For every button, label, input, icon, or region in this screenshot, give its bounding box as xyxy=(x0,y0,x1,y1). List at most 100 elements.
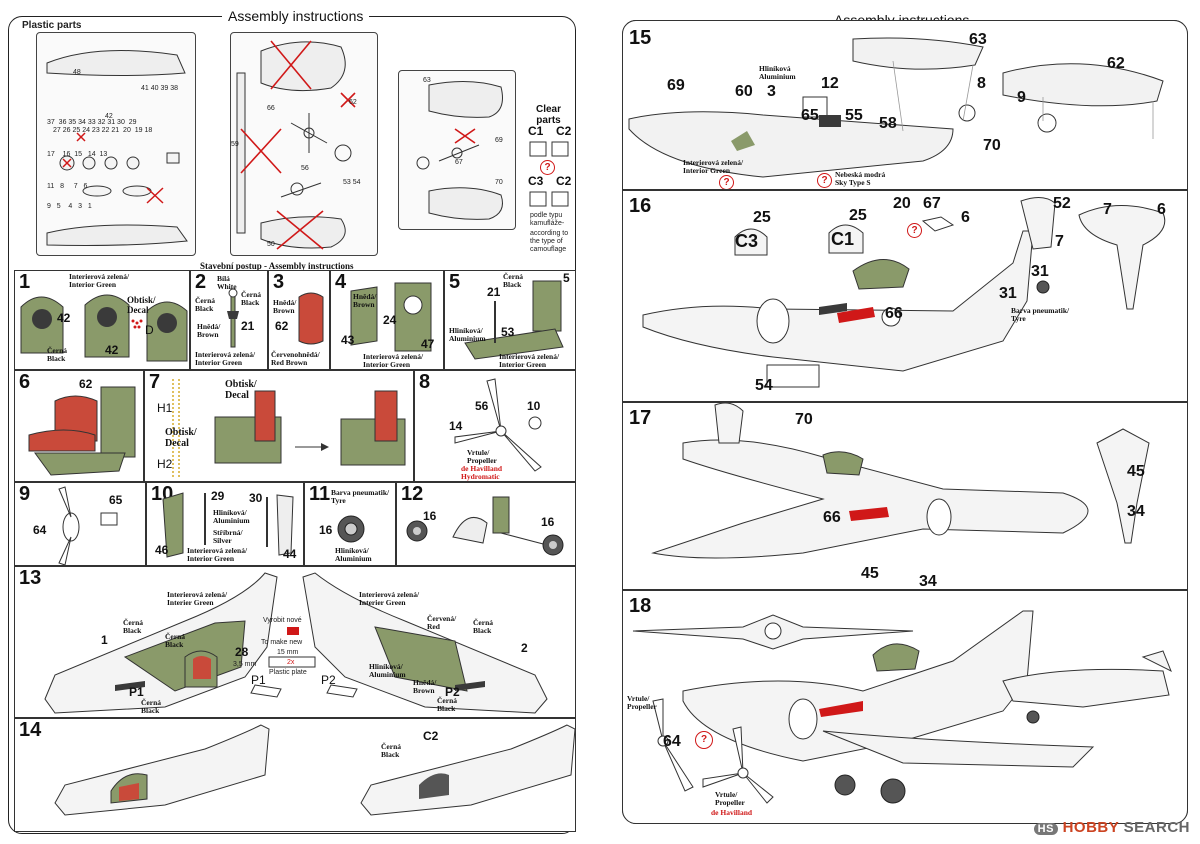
step-16-part-31a: 31 xyxy=(1031,263,1049,280)
step-2-interior-label: Interierová zelená/ Interior Green xyxy=(195,350,256,367)
clear-note-cz: podle typu kamufláže- xyxy=(530,212,565,227)
step-3-drawing xyxy=(298,292,324,345)
step-14: 14 Černá Black C2 xyxy=(14,718,576,832)
step-16-part-7a: 7 xyxy=(1055,233,1064,250)
step-15-drawing xyxy=(628,37,1164,178)
step-10: 10 29 30 Hliníková/ Aluminium Stříbrná/ … xyxy=(146,482,304,566)
step-2-white-label: Bílá White xyxy=(217,274,237,291)
step-17-number: 17 xyxy=(629,407,652,429)
step-13-black5-label: Černá Black xyxy=(437,696,457,713)
step-18-warning-icon: ? xyxy=(695,731,713,749)
step-10-interior-label: Interierová zelená/ Interior Green xyxy=(187,546,248,563)
clear-c2-bottom: C2 xyxy=(556,174,572,188)
step-13-alu-label: Hliníková/ Aluminium xyxy=(369,662,406,679)
step-13-black2-label: Černá Black xyxy=(165,632,185,649)
step-15-interior-label: Interierová zelená/ Interior Green xyxy=(683,158,744,175)
step-15-part-55: 55 xyxy=(845,107,863,124)
step-15-part-70: 70 xyxy=(983,137,1001,154)
step-7: 7 H1 H2 Obtisk/ Decal Obtisk/ Decal xyxy=(144,370,414,482)
step-1-part-42a: 42 xyxy=(57,311,71,325)
step-7-h2: H2 xyxy=(157,457,173,471)
sprue-part-42: 42 xyxy=(105,113,113,120)
hobbysearch-mark-icon: HS xyxy=(1033,823,1058,835)
step-9-part-64: 64 xyxy=(33,523,47,537)
step-7-h1: H1 xyxy=(157,401,173,415)
clear-note-en: according to the type of camouflage xyxy=(530,230,569,253)
sprue-c-drawing xyxy=(416,80,503,220)
step-1-part-42b: 42 xyxy=(105,343,119,357)
clear-canopy-1 xyxy=(529,141,569,157)
step-14-black-label: Černá Black xyxy=(381,742,401,759)
step-11-tyre-label: Barva pneumatik/ Tyre xyxy=(331,488,390,505)
step-13-p2a: P2 xyxy=(445,685,460,699)
step-13-plate: Plastic plate xyxy=(269,669,307,676)
step-13-interior1-label: Interierová zelená/ Interier Green xyxy=(167,590,228,607)
step-2: 2 Bílá White Černá Black Černá Black Hně… xyxy=(190,270,268,370)
step-5-black-label: Černá Black xyxy=(503,272,523,289)
step-8: 8 56 10 14 Vrtule/ Propeller de Havillan… xyxy=(414,370,576,482)
step-18-drawing xyxy=(632,610,1172,804)
step-1-drawing xyxy=(20,294,188,362)
step-10-part-29: 29 xyxy=(211,489,225,503)
step-6: 6 62 xyxy=(14,370,144,482)
step-18-dh-label: de Havilland xyxy=(711,808,753,817)
step-13-mm35: 3,5 mm xyxy=(233,661,257,668)
step-14-drawing xyxy=(54,724,575,816)
step-17-part-45a: 45 xyxy=(861,565,879,582)
step-5: 5 Černá Black 5 21 53 Hliníková/ Alumini… xyxy=(444,270,576,370)
step-11-alu-label: Hliníková/ Aluminium xyxy=(335,546,372,563)
step-15-part-8: 8 xyxy=(977,75,986,92)
step-5-part-53: 53 xyxy=(501,325,515,339)
clear-canopy-2 xyxy=(529,191,569,207)
step-4-number: 4 xyxy=(335,271,347,293)
watermark-search: SEARCH xyxy=(1123,819,1190,836)
step-2-number: 2 xyxy=(195,271,207,293)
step-15-part-9: 9 xyxy=(1017,89,1026,106)
step-10-drawing xyxy=(162,492,294,558)
step-2-black2-label: Černá Black xyxy=(241,290,261,307)
step-13: 13 Interierová zelená/ Interier Green In… xyxy=(14,566,576,718)
step-1-part-d: D xyxy=(145,323,154,337)
step-4-part-24: 24 xyxy=(383,313,397,327)
step-15-part-69: 69 xyxy=(667,77,685,94)
step-13-part-2: 2 xyxy=(521,641,528,655)
stavebni-postup-heading: Stavební postup - Assembly instructions xyxy=(200,261,354,271)
step-16-part-7b: 7 xyxy=(1103,201,1112,218)
step-12: 12 16 16 xyxy=(396,482,576,566)
step-15-part-60: 60 xyxy=(735,83,753,100)
step-7-decal1-label: Obtisk/ Decal xyxy=(225,379,257,401)
step-13-number: 13 xyxy=(19,567,42,589)
left-page-title: Assembly instructions xyxy=(222,8,370,24)
step-16-drawing xyxy=(642,197,1166,388)
step-15-warning-icon-1: ? xyxy=(719,175,734,189)
step-16-number: 16 xyxy=(629,195,652,217)
step-11: 11 Barva pneumatik/ Tyre 16 Hliníková/ A… xyxy=(304,482,396,566)
step-18: 18 64 ? Vrtule/ Propeller Vrtule/ Propel… xyxy=(622,590,1188,824)
step-4: 4 Hnědá/ Brown 43 24 47 Interierová zele… xyxy=(330,270,444,370)
step-18-prop1-label: Vrtule/ Propeller xyxy=(627,694,657,711)
sprue-b-drawing xyxy=(236,40,356,250)
sprue-part-53: 53 54 xyxy=(343,179,361,186)
step-4-part-43: 43 xyxy=(341,333,355,347)
sprue-part-70: 70 xyxy=(495,179,503,186)
step-17-part-34b: 34 xyxy=(1127,503,1145,520)
step-10-part-30: 30 xyxy=(249,491,263,505)
step-3-number: 3 xyxy=(273,271,285,293)
step-17-part-66: 66 xyxy=(823,509,841,526)
step-15-part-62: 62 xyxy=(1107,55,1125,72)
step-2-part-21: 21 xyxy=(241,319,255,333)
step-13-black3-label: Černá Black xyxy=(141,698,161,715)
step-6-number: 6 xyxy=(19,371,31,393)
step-13-make-en: To make new xyxy=(261,639,303,646)
step-15-alu-label: Hliníková Aluminium xyxy=(759,64,796,81)
step-1-black-label: Černá Black xyxy=(47,346,67,363)
step-8-number: 8 xyxy=(419,371,431,393)
step-1: 1 Interierová zelená/ Interior Green Obt… xyxy=(14,270,190,370)
step-13-brown-label: Hnědá/ Brown xyxy=(413,678,437,695)
step-15-part-3: 3 xyxy=(767,83,776,100)
sprue-part-17: 17 16 15 14 13 xyxy=(47,151,108,158)
sprue-part-67: 67 xyxy=(455,159,463,166)
clear-c1: C1 xyxy=(528,124,544,138)
step-8-part-56: 56 xyxy=(475,399,489,413)
sprue-part-41: 41 40 39 38 xyxy=(141,85,178,92)
